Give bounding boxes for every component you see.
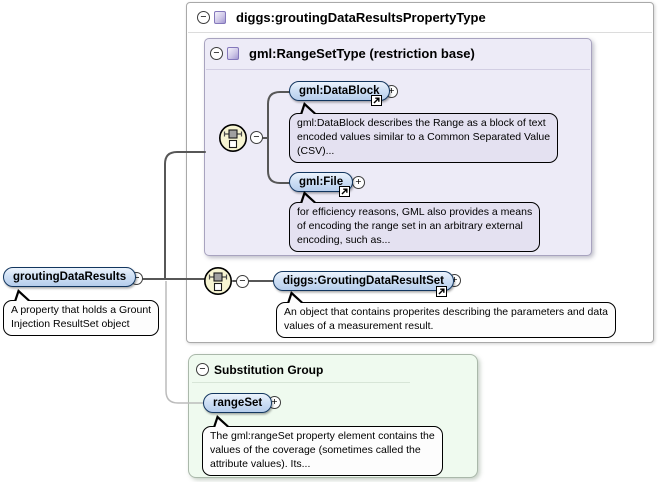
- header-divider: [188, 32, 652, 33]
- collapse-toggle-icon[interactable]: −: [210, 47, 223, 60]
- expand-toggle-icon[interactable]: +: [352, 176, 365, 189]
- complex-type-icon: [227, 47, 239, 60]
- property-type-header: − diggs:groutingDataResultsPropertyType: [187, 3, 653, 32]
- choice-compositor-icon[interactable]: [203, 266, 233, 296]
- collapse-toggle-icon[interactable]: −: [250, 131, 263, 144]
- range-set-type-header: − gml:RangeSetType (restriction base): [205, 39, 591, 68]
- collapse-toggle-icon[interactable]: −: [196, 363, 209, 376]
- jump-to-definition-icon[interactable]: [371, 95, 382, 106]
- range-set-type-title: gml:RangeSetType (restriction base): [249, 46, 475, 61]
- collapse-toggle-icon[interactable]: −: [236, 275, 249, 288]
- jump-to-definition-icon[interactable]: [339, 186, 350, 197]
- choice-compositor-icon[interactable]: [218, 123, 248, 153]
- annotation-grouting-data-results: A property that holds a Grount Injection…: [3, 289, 160, 336]
- annotation-range-set: The gml:rangeSet property element contai…: [202, 415, 443, 476]
- substitution-group-header: − Substitution Group: [189, 355, 477, 384]
- element-grouting-data-results[interactable]: groutingDataResults: [3, 267, 137, 287]
- element-gml-file[interactable]: gml:File: [289, 172, 354, 192]
- substitution-group-title: Substitution Group: [214, 362, 324, 377]
- complex-type-icon: [214, 11, 226, 24]
- jump-to-definition-icon[interactable]: [436, 286, 447, 297]
- annotation-grouting-data-result-set: An object that contains properites descr…: [276, 291, 616, 338]
- element-range-set[interactable]: rangeSet: [203, 393, 273, 413]
- collapse-toggle-icon[interactable]: −: [197, 11, 210, 24]
- property-type-title: diggs:groutingDataResultsPropertyType: [236, 10, 486, 25]
- annotation-gml-datablock: gml:DataBlock describes the Range as a b…: [289, 102, 559, 163]
- element-gml-datablock[interactable]: gml:DataBlock: [289, 81, 390, 101]
- header-divider: [192, 382, 410, 383]
- annotation-gml-file: for efficiency reasons, GML also provide…: [289, 191, 541, 252]
- header-divider: [206, 69, 590, 70]
- element-diggs-grouting-data-result-set[interactable]: diggs:GroutingDataResultSet: [273, 271, 455, 291]
